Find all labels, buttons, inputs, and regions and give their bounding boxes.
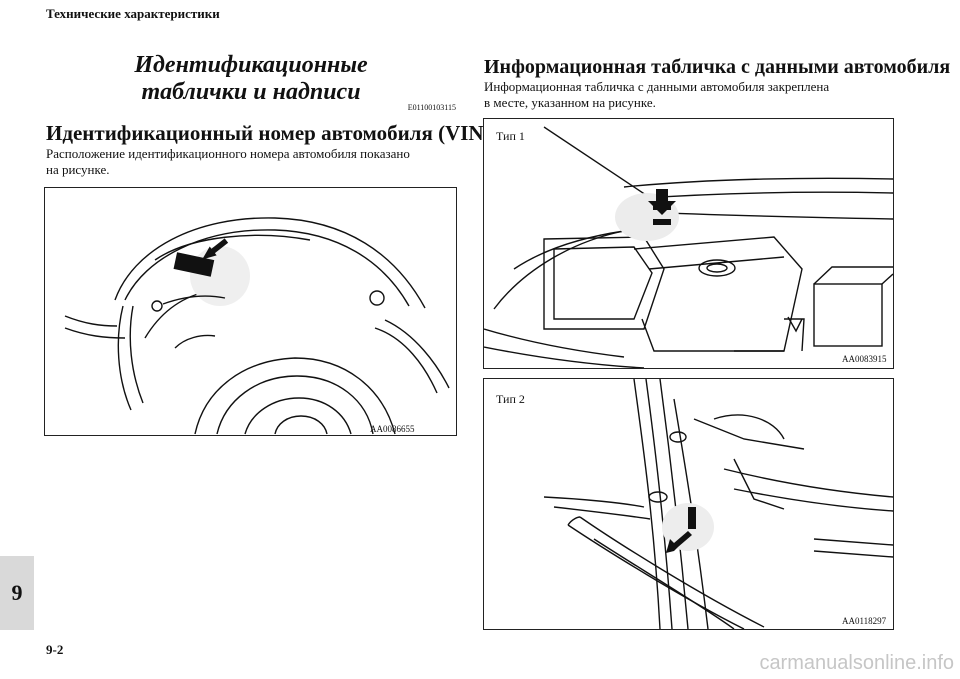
vin-illustration: [64, 217, 450, 435]
chapter-tab: 9: [0, 556, 34, 630]
vin-figure: [44, 187, 457, 436]
vin-figure-code: AA0086655: [370, 424, 415, 434]
plate-description-line1: Информационная табличка с данными автомо…: [484, 79, 830, 94]
plate-figure-type1: [483, 118, 894, 369]
chapter-number: 9: [11, 580, 23, 605]
type1-figure-code: AA0083915: [842, 354, 887, 364]
section-title: Идентификационные таблички и надписи: [46, 52, 456, 106]
engine-bay-illustration: [484, 126, 893, 368]
section-code: E01100103115: [407, 103, 456, 112]
plate-heading: Информационная табличка с данными автомо…: [484, 56, 951, 78]
watermark: carmanualsonline.info: [759, 652, 954, 674]
plate-description-line2: в месте, указанном на рисунке.: [484, 95, 656, 110]
running-header: Технические характеристики: [46, 6, 220, 21]
door-pillar-illustration: [543, 379, 893, 629]
plate-description: Информационная табличка с данными автомо…: [484, 79, 829, 111]
plate-figure-type2: [483, 378, 894, 630]
type2-label: Тип 2: [496, 392, 525, 406]
vin-heading: Идентификационный номер автомобиля (VIN): [46, 121, 491, 145]
page-number: 9-2: [46, 642, 64, 657]
vin-description-line1: Расположение идентификационного номера а…: [46, 146, 410, 161]
type2-figure-code: AA0118297: [842, 616, 887, 626]
section-title-line1: Идентификационные: [134, 52, 368, 78]
type1-label: Тип 1: [496, 129, 525, 143]
section-title-line2: таблички и надписи: [141, 79, 361, 105]
vin-description-line2: на рисунке.: [46, 162, 110, 177]
vin-description: Расположение идентификационного номера а…: [46, 146, 410, 178]
